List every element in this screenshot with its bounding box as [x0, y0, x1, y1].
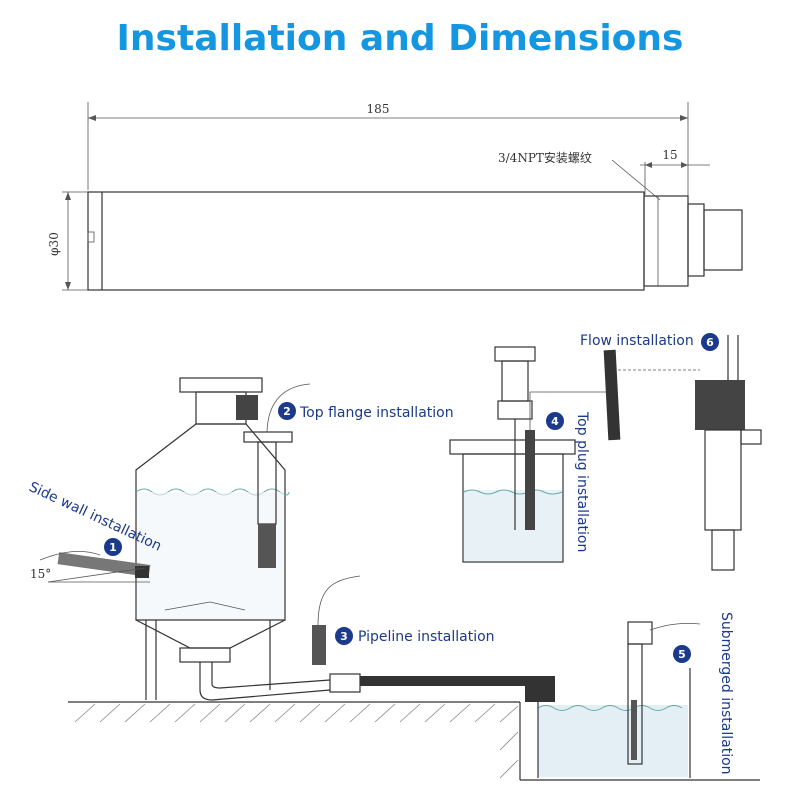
diameter-dimension: φ30: [47, 232, 61, 256]
page-title: Installation and Dimensions: [116, 18, 684, 59]
ground: [68, 701, 760, 781]
badge-4: [546, 412, 564, 430]
top-flange-label: Top flange installation: [299, 405, 454, 421]
side-wall-sensor: 15°: [30, 550, 151, 583]
badge-4-number: 4: [551, 415, 559, 428]
badge-5-number: 5: [678, 648, 686, 661]
badge-2: [278, 402, 296, 420]
thread-length-dimension: 15: [662, 148, 677, 162]
top-flange-sensor: [243, 383, 311, 568]
top-plug-label: Top plug installation: [574, 411, 590, 552]
badge-2-number: 2: [283, 405, 291, 418]
badge-3-number: 3: [340, 630, 348, 643]
badge-5: [673, 645, 691, 663]
badge-1-number: 1: [109, 541, 117, 554]
thread-note: 3/4NPT安装螺纹: [498, 150, 592, 165]
badge-3: [335, 627, 353, 645]
submerged-tank: [537, 621, 701, 778]
badge-1: [104, 538, 122, 556]
angle-label: 15°: [30, 567, 51, 581]
badge-6: [701, 333, 719, 351]
submerged-label: Submerged installation: [718, 612, 734, 775]
pipeline-label: Pipeline installation: [358, 629, 495, 645]
flow-installation: [603, 335, 762, 571]
sensor-dimension-drawing: 185 15 3/4NPT安装螺纹 φ30: [47, 102, 743, 291]
badge-6-number: 6: [706, 336, 714, 349]
flow-label: Flow installation: [580, 333, 694, 349]
pipeline: [199, 575, 555, 702]
top-plug-vessel: [449, 346, 610, 563]
length-dimension: 185: [367, 102, 390, 116]
